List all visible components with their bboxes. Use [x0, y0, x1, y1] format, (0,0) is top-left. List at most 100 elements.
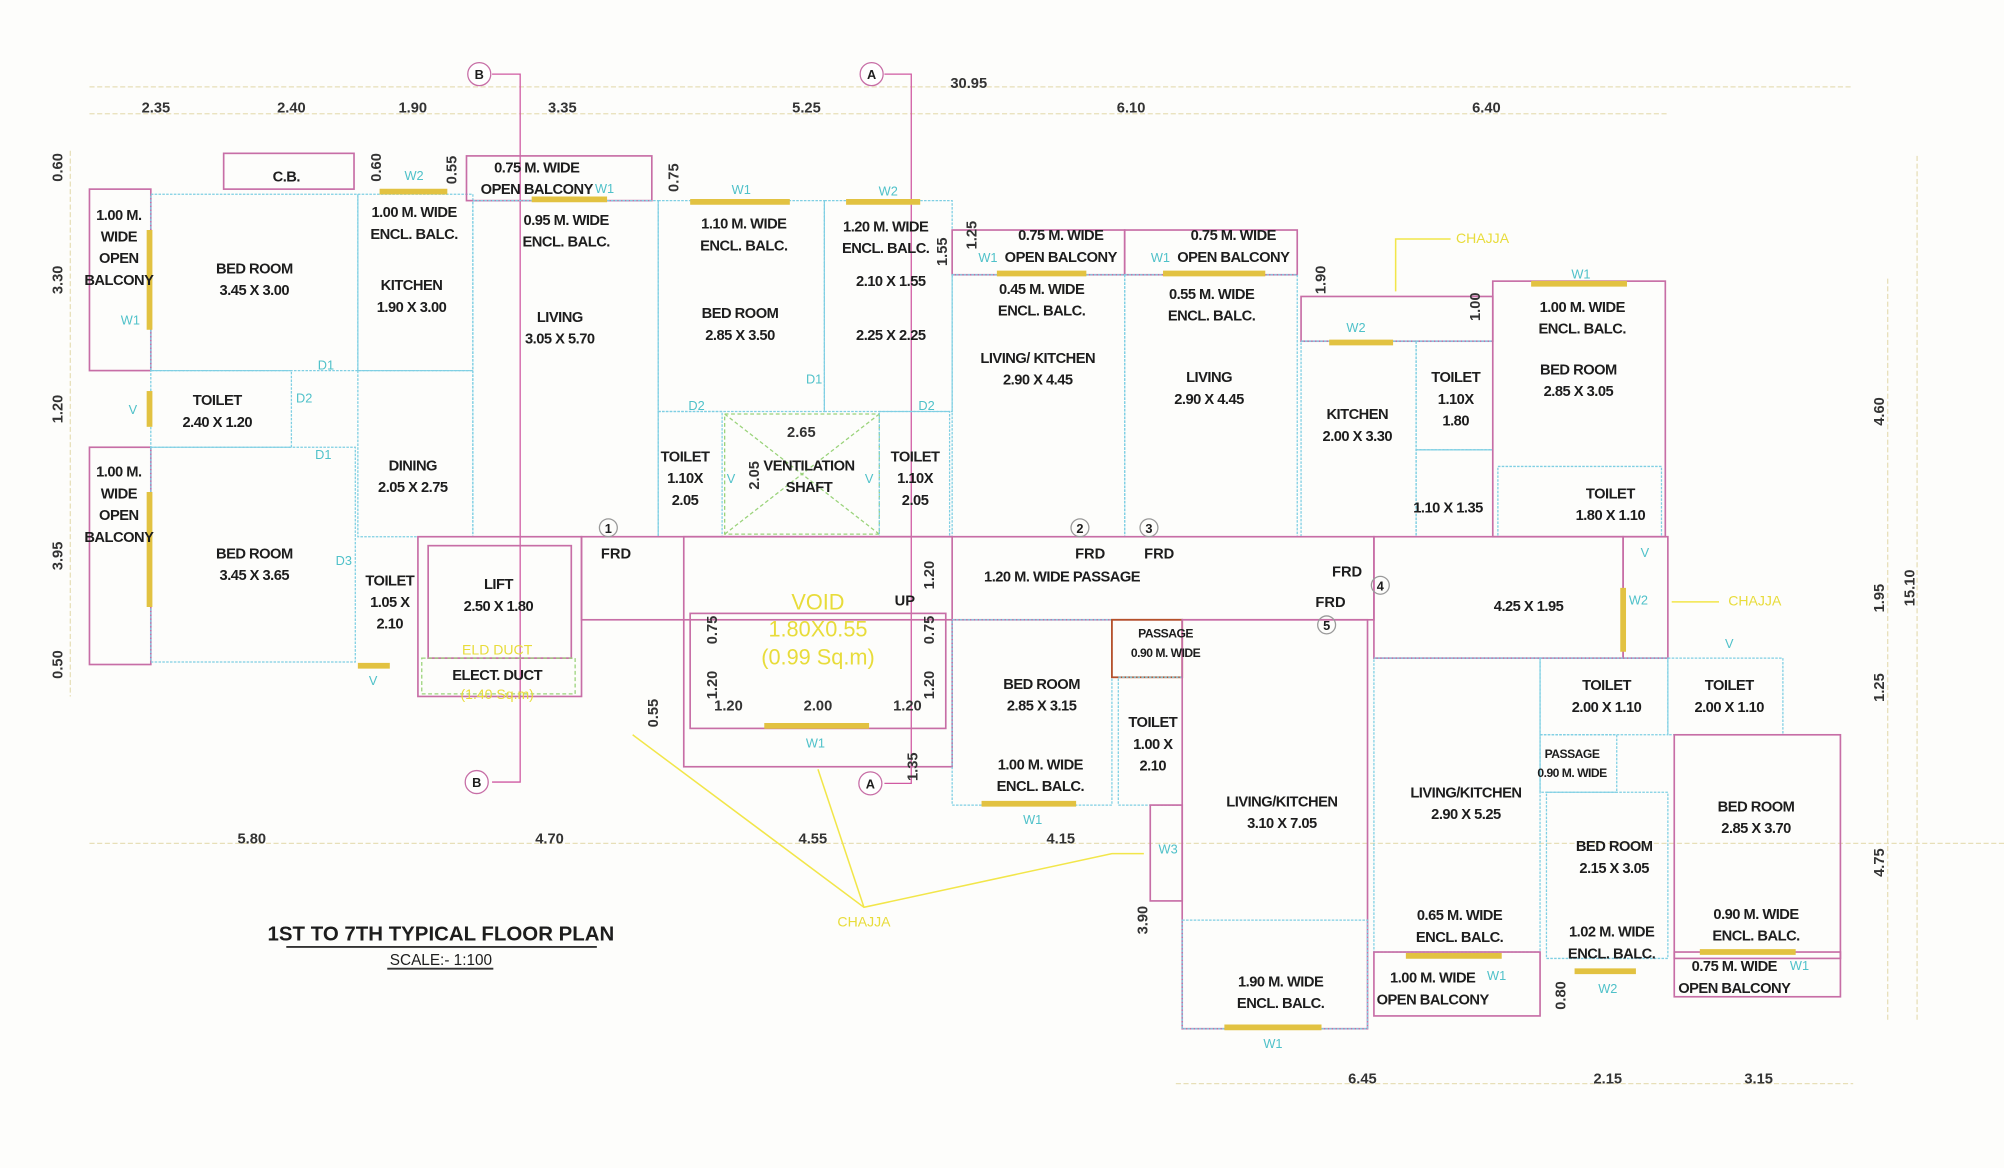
room-label: 1.10 X 1.35 [1413, 500, 1483, 516]
grid-marker-circle [467, 61, 492, 87]
room-label: LIFT [484, 577, 513, 593]
dimension-inner: 1.20 [922, 561, 938, 590]
room-label: TOILET [1431, 370, 1480, 386]
room-label: ENCL. BALC. [997, 779, 1085, 795]
room-label: KITCHEN [1326, 407, 1388, 423]
dimension-right: 1.95 [1872, 584, 1888, 613]
dimension-overall-width: 30.95 [950, 76, 987, 92]
opening-tag: W1 [732, 182, 751, 197]
door-number-circle [598, 518, 618, 538]
room-label: 3.10 X 7.05 [1247, 816, 1317, 832]
door-number: 4 [1377, 578, 1385, 593]
room-label: 0.45 M. WIDE [999, 282, 1085, 298]
room-label: 3.45 X 3.65 [220, 568, 290, 584]
chajja-label: CHAJJA [1456, 230, 1510, 246]
grid-marker-label: A [867, 67, 876, 82]
room-label: 1.80 X 1.10 [1576, 508, 1646, 524]
room-label: 0.75 M. WIDE [1191, 228, 1277, 244]
dimension-left: 3.30 [51, 266, 67, 295]
dimension-left: 1.20 [51, 395, 67, 424]
door-number-circle [1317, 615, 1337, 635]
chajja-arrows [632, 238, 1719, 909]
dimension-top: 3.35 [548, 100, 577, 116]
fire-rated-door-label: FRD [601, 546, 631, 562]
grid-marker-label: B [475, 67, 484, 82]
room-label: 2.85 X 3.70 [1721, 821, 1791, 837]
room-label: 2.40 X 1.20 [183, 415, 253, 431]
room-label: 1.00 M. WIDE [998, 757, 1084, 773]
grid-marker-circle [859, 61, 884, 87]
room-label: ENCL. BALC. [1539, 322, 1627, 338]
opening-tag: D2 [296, 391, 312, 406]
dimension-bottom: 2.15 [1594, 1072, 1623, 1088]
dimension-inner: 2.65 [787, 425, 816, 441]
room-label: ELECT. DUCT [452, 668, 542, 684]
dimension-top: 6.40 [1472, 100, 1501, 116]
room-label: PASSAGE [1545, 747, 1600, 761]
room-label: 2.00 X 1.10 [1694, 700, 1764, 716]
dimension-lines [69, 86, 2004, 1085]
room-label: 2.85 X 3.50 [705, 328, 775, 344]
room-label: OPEN BALCONY [1678, 981, 1791, 997]
dimension-inner: 2.00 [804, 699, 833, 715]
room-label: BED ROOM [216, 261, 293, 277]
opening-tag: W1 [1263, 1036, 1282, 1051]
room-label: 2.05 [672, 493, 699, 509]
room-label: TOILET [1586, 486, 1635, 502]
door-number-circle [1139, 518, 1159, 538]
room-label: BED ROOM [1003, 677, 1080, 693]
room-label: 1.90 M. WIDE [1238, 975, 1324, 991]
dimension-top: 2.40 [277, 100, 306, 116]
room-label: OPEN [99, 508, 139, 524]
room-label: TOILET [1705, 678, 1754, 694]
room-label: 2.00 X 1.10 [1572, 700, 1642, 716]
dimension-bottom: 4.70 [535, 831, 564, 847]
dimension-inner: 0.75 [922, 616, 938, 645]
room-label: 2.85 X 3.05 [1544, 384, 1614, 400]
dimension-inner: 1.55 [935, 237, 951, 266]
opening-tag: W1 [595, 181, 614, 196]
room-label: 2.05 X 2.75 [378, 480, 448, 496]
room-label: LIVING/KITCHEN [1410, 785, 1521, 801]
opening-tag: D1 [806, 371, 822, 386]
room-label: 0.95 M. WIDE [524, 213, 610, 229]
room-label: TOILET [661, 449, 710, 465]
room-label: BED ROOM [1576, 839, 1653, 855]
room-label: WIDE [101, 486, 138, 502]
dimension-inner: 1.20 [922, 671, 938, 700]
room-label: ENCL. BALC. [842, 241, 930, 257]
opening-tag: W2 [1598, 981, 1617, 996]
room-label: BALCONY [84, 273, 154, 289]
room-label: 2.05 [902, 493, 929, 509]
door-number: 3 [1145, 521, 1152, 536]
door-number: 2 [1076, 521, 1083, 536]
dimension-top: 6.10 [1117, 100, 1146, 116]
room-label: 4.25 X 1.95 [1494, 599, 1564, 615]
dimension-bottom: 5.80 [237, 831, 266, 847]
duct-area-label: (1.40 Sq.m) [460, 686, 533, 702]
windows [146, 188, 1796, 1031]
dimension-inner: 1.90 [1313, 266, 1329, 295]
room-label: TOILET [365, 573, 414, 589]
dimension-inner: 0.55 [646, 699, 662, 728]
dimension-left: 0.60 [51, 153, 67, 182]
room-label: ENCL. BALC. [1416, 930, 1504, 946]
door-number-circle [1370, 575, 1390, 595]
room-label: SHAFT [786, 480, 833, 496]
room-label: LIVING/KITCHEN [1226, 794, 1337, 810]
room-label: TOILET [193, 393, 242, 409]
room-label: OPEN [99, 251, 139, 267]
room-label: LIVING [537, 310, 583, 326]
room-label: KITCHEN [381, 278, 443, 294]
opening-tag: W2 [405, 168, 424, 183]
dimension-inner: 0.75 [705, 616, 721, 645]
dimension-inner: 0.75 [667, 163, 683, 192]
fire-rated-door-label: FRD [1315, 595, 1345, 611]
room-label: 1.00 X [1133, 737, 1173, 753]
dimension-inner: 0.80 [1554, 981, 1570, 1010]
dimension-inner: 1.35 [906, 752, 922, 781]
dimension-left: 0.50 [51, 650, 67, 679]
room-label: PASSAGE [1138, 627, 1193, 641]
opening-tag: W2 [879, 184, 898, 199]
void-area-label: (0.99 Sq.m) [761, 645, 874, 670]
